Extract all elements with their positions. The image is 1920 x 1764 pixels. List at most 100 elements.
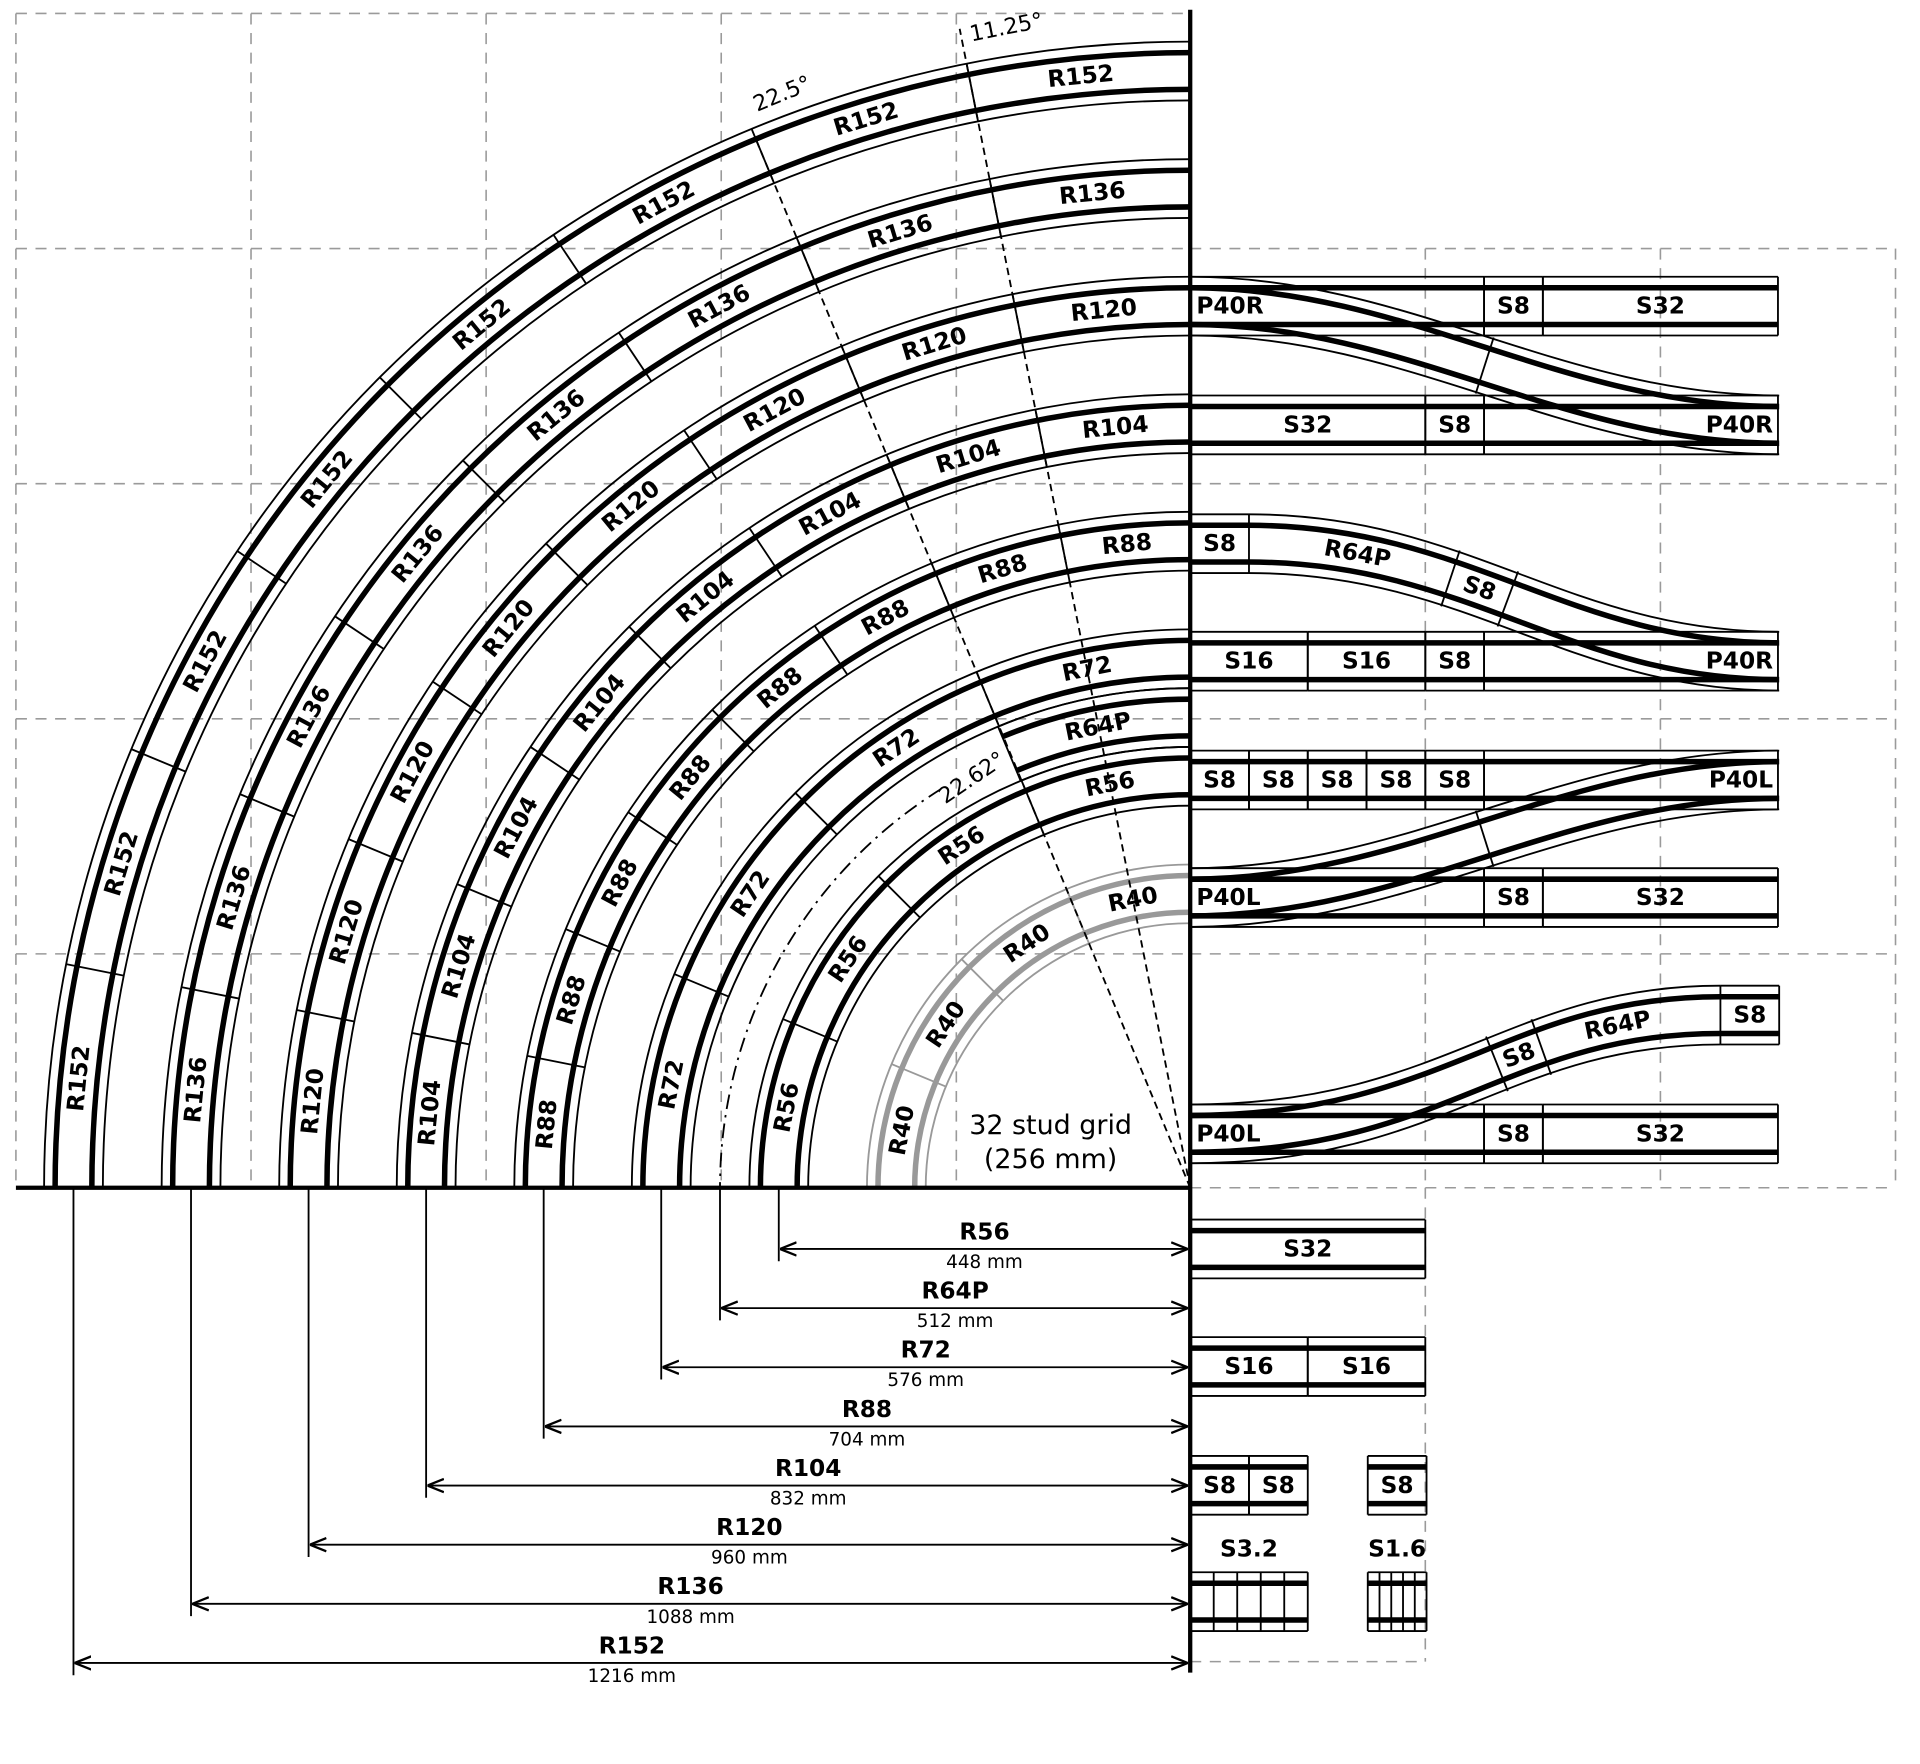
straight-piece-label: S8 (1497, 1120, 1530, 1147)
curve-piece-label: R136 (179, 1055, 212, 1124)
curve-piece-label: R152 (1046, 60, 1115, 93)
straight-piece-label: S8 (1379, 767, 1412, 794)
rail (1001, 696, 1191, 740)
curve-piece-label: R56 (823, 931, 873, 988)
piece-joint (683, 429, 718, 480)
piece-joint (1496, 571, 1519, 627)
curve-track-r56: R56R56R56R56 (748, 746, 1192, 1189)
straight-piece-s8: S8 (1189, 513, 1250, 574)
angle-label-22-5: 22.5° (750, 71, 815, 117)
dimension-label: R104 (775, 1455, 841, 1482)
piece-joint (711, 709, 755, 753)
outer-edge (454, 452, 1191, 1188)
curve-piece-label: R136 (1058, 177, 1127, 210)
curve-piece-label: R40 (999, 918, 1056, 968)
piece-joint (236, 550, 287, 585)
axes (15, 9, 1193, 1673)
curve-piece-label: R72 (725, 865, 775, 922)
curve-piece-label: R104 (1081, 411, 1150, 444)
outer-edge (924, 922, 1191, 1188)
rail (1190, 993, 1721, 1119)
outer-edge (1020, 746, 1191, 782)
straight-piece-label: P40R (1706, 648, 1773, 675)
piece-joint (432, 680, 483, 716)
straight-piece-s8: S8 (1306, 749, 1368, 811)
fine-piece-label: S3.2 (1220, 1535, 1278, 1562)
dimension-value: 576 mm (887, 1370, 964, 1391)
straight-piece-label: S16 (1342, 1353, 1391, 1380)
radial-guide-11-25 (958, 28, 1192, 1188)
piece-joint (379, 376, 422, 420)
curve-piece-label: R120 (1069, 294, 1138, 327)
straight-piece-label: S8 (1321, 767, 1354, 794)
curve-piece-label: R40 (921, 996, 971, 1053)
piece-joint (239, 793, 295, 818)
piece-joint (673, 973, 729, 998)
straight-piece-s8: S8 (1483, 275, 1544, 337)
rail (1015, 733, 1191, 774)
piece-joint (334, 615, 385, 650)
straight-piece-s16: S16 (1189, 630, 1309, 692)
piece-joint (1485, 1036, 1509, 1092)
curve-piece-label: R152 (62, 1044, 95, 1113)
straight-piece-label: S8 (1438, 648, 1471, 675)
piece-joint (565, 928, 621, 953)
piece-joint (527, 1054, 586, 1069)
straight-piece-label: S8 (1203, 530, 1236, 557)
straight-piece-label: S16 (1224, 648, 1273, 675)
dimension-value: 1216 mm (588, 1666, 676, 1687)
curve-piece-label: R72 (868, 723, 925, 773)
piece-joint (748, 527, 783, 578)
curve-piece-label: R88 (1100, 528, 1153, 560)
straight-piece-label: S32 (1283, 411, 1332, 438)
piece-joint (891, 1063, 947, 1088)
outer-edge (1190, 334, 1780, 456)
piece-joint (813, 625, 849, 676)
diverging-track (1190, 749, 1780, 928)
straight-piece-s8: S8 (1483, 867, 1544, 928)
diverging-track (1190, 275, 1780, 456)
fine-piece-s1-6: S1.6 (1366, 1535, 1428, 1632)
piece-joint (794, 792, 838, 836)
straight-piece-label: S16 (1224, 1353, 1273, 1380)
piece-joint (296, 1009, 355, 1023)
curve-piece-label: R152 (99, 828, 144, 899)
piece-joint (65, 963, 124, 977)
straight-piece-s32: S32 (1541, 867, 1779, 928)
outer-edge (807, 804, 1191, 1188)
piece-joint (348, 838, 404, 863)
track-row: S16 S16 S8 P40R (1189, 630, 1779, 692)
straight-piece-s8: S8 (1366, 1455, 1428, 1516)
straight-piece-s8: S8 (1719, 984, 1781, 1046)
curve-piece-label: R152 (830, 97, 901, 142)
straight-piece-label: P40L (1709, 767, 1773, 794)
straight-piece-s16: S16 (1306, 630, 1427, 692)
piece-joint (617, 332, 653, 382)
dimension-label: R152 (599, 1632, 665, 1659)
ghost-arc (719, 788, 942, 1188)
piece-joint (1440, 550, 1461, 607)
straight-piece-label: S8 (1262, 767, 1295, 794)
straight-piece-label: S8 (1438, 411, 1471, 438)
rail (1190, 1030, 1721, 1156)
radial-guide-22-5 (753, 135, 1192, 1189)
straight-piece-label: S8 (1733, 1002, 1766, 1029)
straight-piece-label: S8 (1262, 1472, 1295, 1499)
straight-piece-s8: S8 (1424, 749, 1485, 811)
dimension-label: R88 (842, 1396, 892, 1423)
straight-piece-label: S8 (1497, 884, 1530, 911)
piece-joint (462, 459, 506, 503)
dimension-label: R56 (959, 1218, 1009, 1245)
outer-edge (572, 569, 1191, 1188)
rail (1248, 522, 1780, 646)
piece-joint (627, 811, 678, 846)
